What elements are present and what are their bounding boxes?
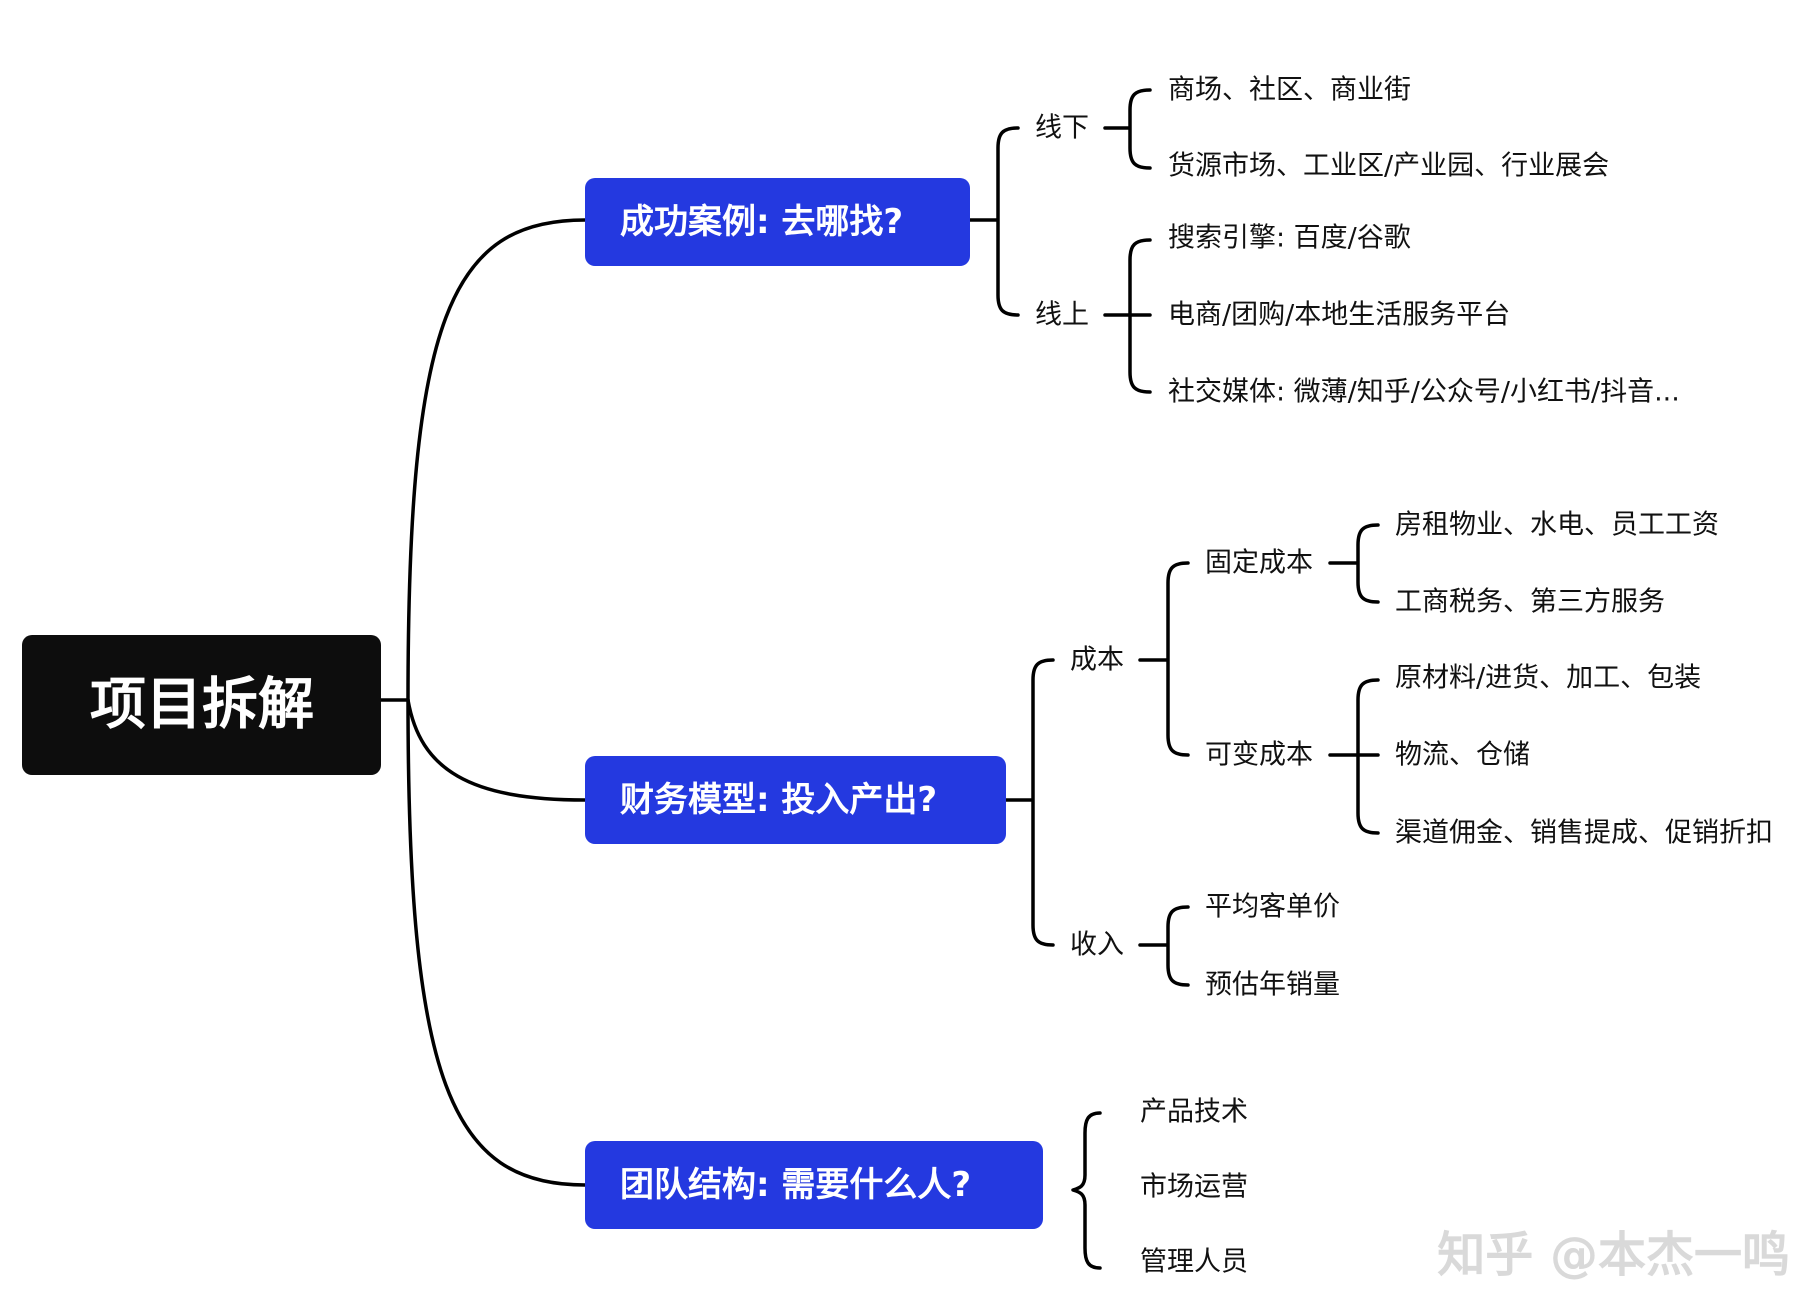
root-node: 项目拆解	[22, 635, 381, 775]
connector-online-items	[1103, 238, 1152, 394]
item-team-3: 管理人员	[1140, 1247, 1248, 1278]
watermark: 知乎 @本杰一鸣	[1437, 1227, 1790, 1283]
group-online: 线上	[1035, 300, 1089, 331]
connector-branch2-groups	[1004, 658, 1055, 947]
branch-label-financial-model: 财务模型: 投入产出?	[620, 780, 937, 820]
item-variable-3: 渠道佣金、销售提成、促销折扣	[1395, 818, 1773, 849]
group-revenue: 收入	[1070, 930, 1124, 961]
item-online-2: 电商/团购/本地生活服务平台	[1168, 300, 1510, 331]
connector-cost-subgroups	[1138, 561, 1190, 757]
branch-label-team-structure: 团队结构: 需要什么人?	[620, 1165, 971, 1205]
connector-branch1-groups	[968, 126, 1020, 317]
subgroup-fixed-cost: 固定成本	[1205, 548, 1313, 579]
branch-success-cases: 成功案例: 去哪找?	[585, 178, 970, 266]
item-team-2: 市场运营	[1140, 1172, 1248, 1203]
branch-team-structure: 团队结构: 需要什么人?	[585, 1141, 1043, 1229]
item-revenue-2: 预估年销量	[1205, 970, 1340, 1001]
root-label: 项目拆解	[90, 673, 314, 738]
item-revenue-1: 平均客单价	[1205, 892, 1340, 923]
item-variable-1: 原材料/进货、加工、包装	[1395, 663, 1701, 694]
connector-root-branch2	[406, 698, 587, 802]
branch-financial-model: 财务模型: 投入产出?	[585, 756, 1006, 844]
branch-label-success-cases: 成功案例: 去哪找?	[620, 202, 903, 242]
connector-variable-items	[1328, 678, 1380, 835]
group-offline: 线下	[1035, 113, 1089, 144]
connector-root-branch3	[406, 698, 587, 1187]
connector-branch3-items	[1071, 1111, 1102, 1270]
branch-box-success-cases	[585, 178, 970, 266]
root-box	[22, 635, 381, 775]
item-fixed-2: 工商税务、第三方服务	[1395, 587, 1665, 618]
branch-box-financial-model	[585, 756, 1006, 844]
group-cost: 成本	[1070, 645, 1124, 676]
branch-box-team-structure	[585, 1141, 1043, 1229]
connector-fixed-items	[1328, 523, 1380, 604]
item-online-3: 社交媒体: 微薄/知乎/公众号/小红书/抖音...	[1168, 377, 1680, 408]
item-online-1: 搜索引擎: 百度/谷歌	[1168, 223, 1411, 254]
item-team-1: 产品技术	[1140, 1097, 1248, 1128]
connector-root-branch1	[376, 218, 587, 702]
connector-revenue-items	[1138, 905, 1190, 987]
item-offline-1: 商场、社区、商业街	[1168, 75, 1411, 106]
item-offline-2: 货源市场、工业区/产业园、行业展会	[1168, 151, 1609, 182]
connector-offline-items	[1103, 88, 1152, 170]
subgroup-variable-cost: 可变成本	[1205, 740, 1313, 771]
item-variable-2: 物流、仓储	[1395, 740, 1530, 771]
item-fixed-1: 房租物业、水电、员工工资	[1395, 510, 1719, 541]
